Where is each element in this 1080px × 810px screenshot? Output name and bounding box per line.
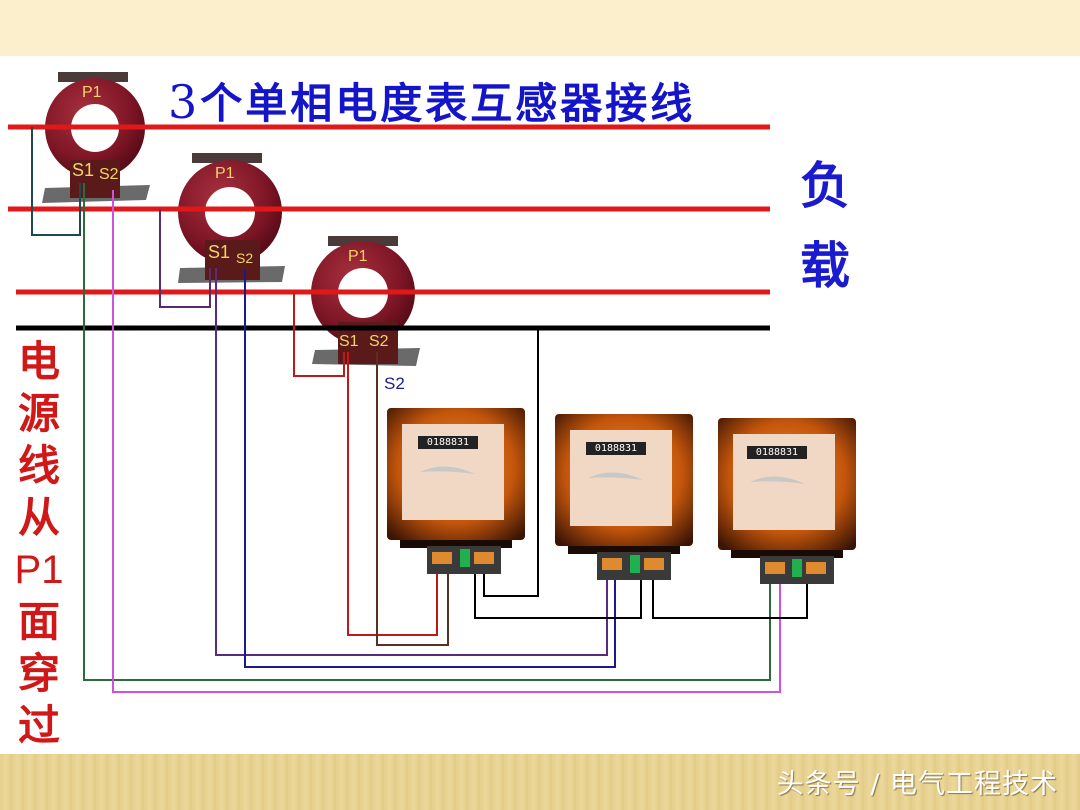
ct3-s1-wire (347, 352, 438, 636)
ct3-s2-label: S2 (369, 333, 389, 350)
ct3-s2-wire (376, 352, 449, 646)
ct2-s2-label: S2 (236, 250, 254, 266)
side-char-2: 源 (17, 389, 60, 438)
ct2-s1-loop (159, 209, 211, 308)
ct1-s2-wire (112, 190, 781, 693)
footer-band (0, 754, 1080, 810)
ct1-p1-label: P1 (82, 84, 102, 101)
ct1-s1-wire (83, 183, 771, 681)
energy-meter-1 (387, 408, 525, 574)
side-char-6: 面 (17, 597, 60, 646)
energy-meter-2 (555, 414, 693, 580)
side-note: 电 源 线 从 P1 面 穿 过 (14, 336, 64, 752)
neutral-drop (483, 328, 539, 597)
side-char-3: 线 (17, 441, 60, 490)
meter-1-reading: 0188831 (426, 437, 470, 448)
ct3-p1-label: P1 (348, 248, 368, 265)
energy-meter-3 (718, 418, 856, 584)
ct1-s1-label: S1 (72, 160, 95, 180)
load-label-1: 负 (800, 156, 850, 215)
ct2-p1-label: P1 (215, 165, 235, 182)
side-char-5: P1 (14, 548, 64, 592)
watermark: 头条号 / 电气工程技术 (776, 769, 1058, 800)
ct1-s1-loop (31, 127, 81, 236)
side-char-8: 过 (17, 701, 60, 750)
ct2-s1-label: S1 (208, 242, 231, 262)
ct3-s1-label: S1 (339, 333, 359, 350)
side-char-1: 电 (17, 337, 60, 386)
ct1-s2-label: S2 (99, 166, 119, 183)
title-text: 个单相电度表互感器接线 (200, 79, 696, 128)
meter2-meter3-link (652, 565, 808, 619)
ct3-s2-wire-label: S2 (384, 374, 405, 393)
meter-2-reading: 0188831 (594, 443, 638, 454)
slide-title: 3个单相电度表互感器接线 (168, 70, 695, 131)
ct3-s1-loop (293, 292, 345, 377)
load-label-2: 载 (800, 236, 850, 295)
meter1-meter2-link (474, 568, 642, 619)
ct2-s2-wire (244, 270, 616, 668)
current-transformer-2 (178, 153, 285, 283)
header-band (0, 0, 1080, 56)
meter-3-reading: 0188831 (755, 447, 799, 458)
title-number: 3 (168, 75, 201, 129)
ct2-s1-wire (215, 268, 608, 656)
side-char-7: 穿 (17, 649, 60, 698)
side-char-4: 从 (17, 493, 60, 542)
